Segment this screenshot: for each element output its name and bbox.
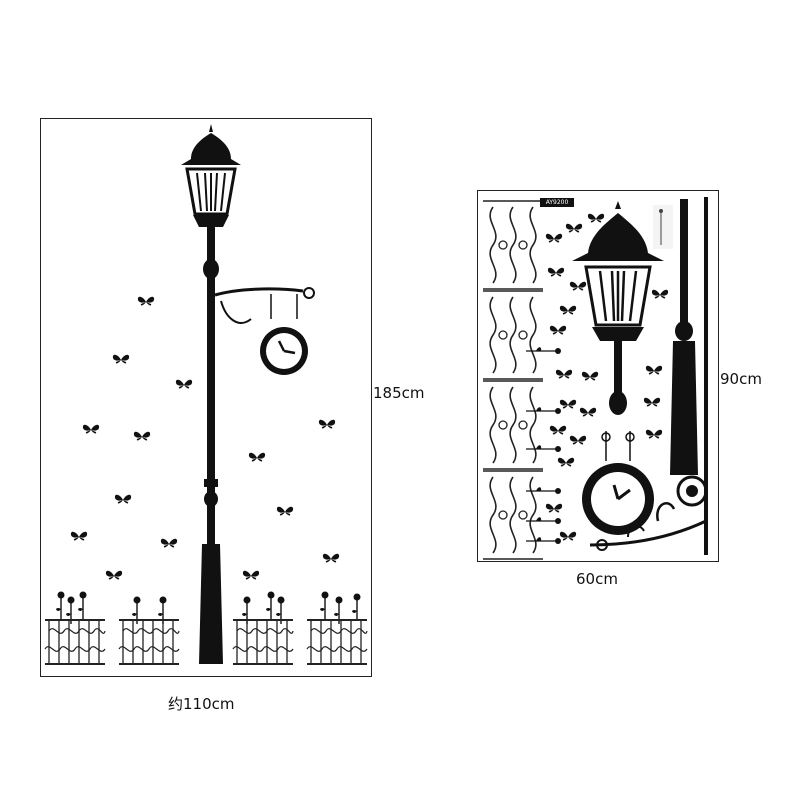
wall-clock-icon <box>214 287 315 375</box>
lamp-post-piece <box>670 197 708 555</box>
product-code-label: AY9200 <box>540 198 574 207</box>
street-lamp-icon <box>572 201 664 415</box>
sticker-sheet-panel <box>477 190 719 562</box>
flower-icon <box>525 346 562 545</box>
left-width-dimension: 约110cm <box>168 695 235 713</box>
assembled-sticker-illustration <box>44 124 368 666</box>
left-height-dimension: 185cm <box>373 384 425 402</box>
assembled-sticker-panel <box>40 118 372 677</box>
sticker-sheet-illustration <box>482 197 708 560</box>
iron-fence-icon <box>482 200 544 560</box>
right-height-dimension: 90cm <box>720 370 762 388</box>
wall-clock-icon <box>582 431 654 535</box>
product-thumbnail <box>653 205 673 249</box>
right-width-dimension: 60cm <box>576 570 618 588</box>
scroll-bracket <box>589 475 708 551</box>
street-lamp-icon <box>181 124 241 664</box>
